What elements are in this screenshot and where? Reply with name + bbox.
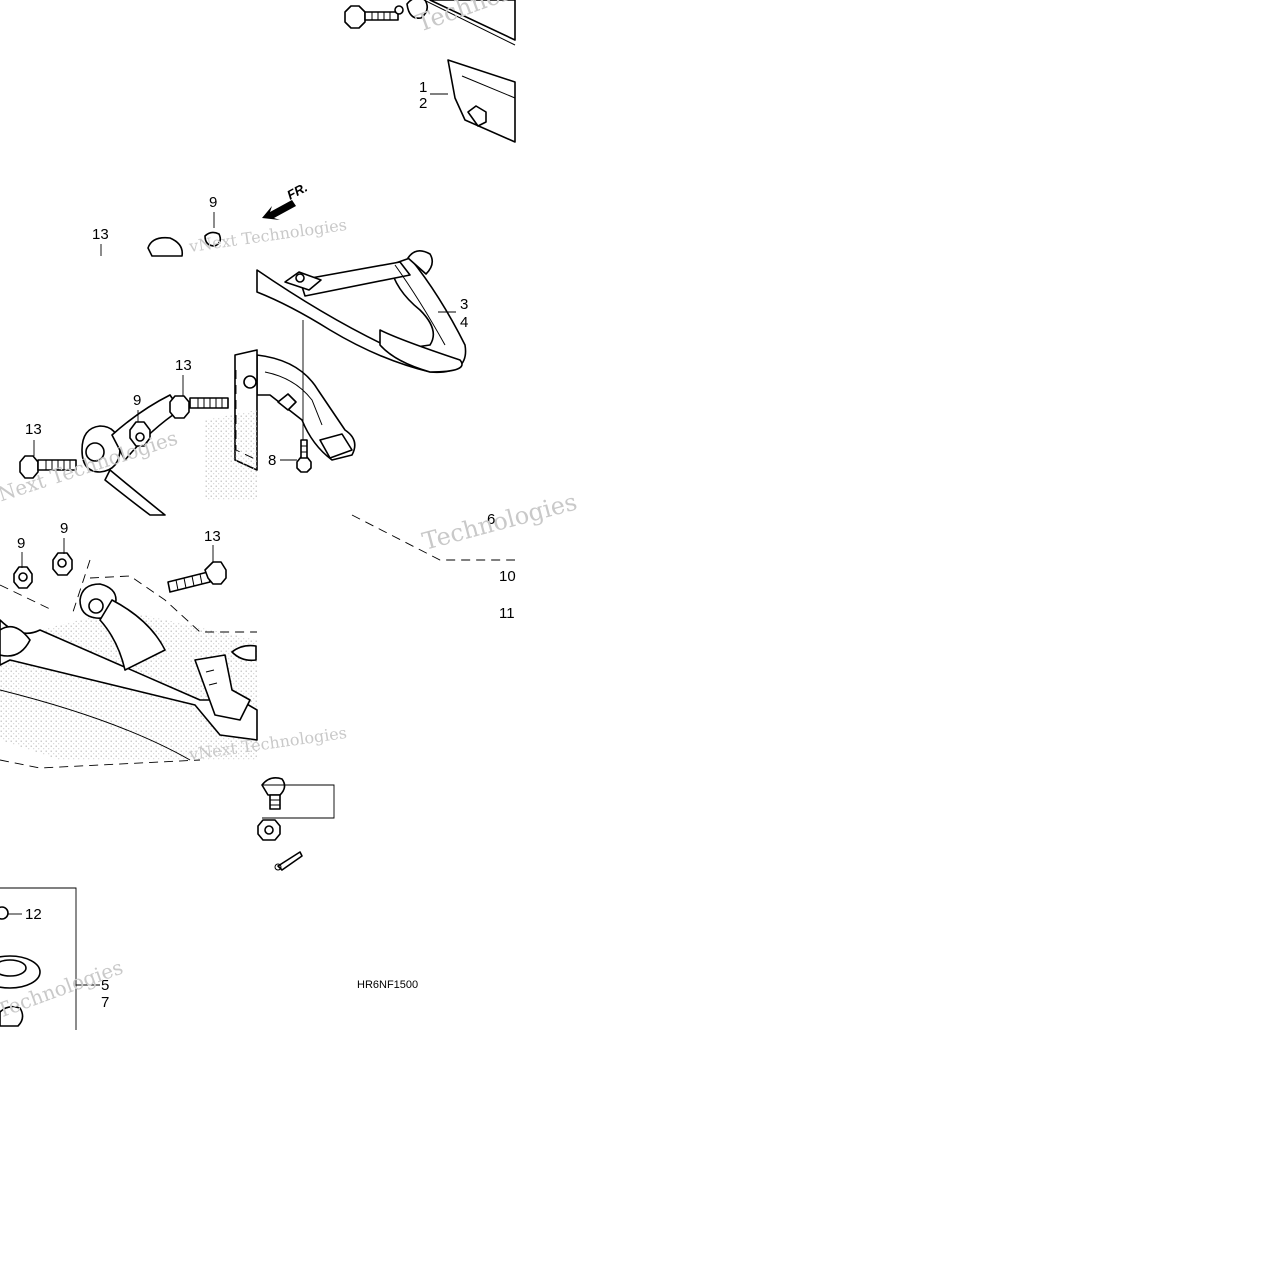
- callout-9d: 9: [60, 520, 68, 537]
- callout-9b: 9: [133, 392, 141, 409]
- upper-arm-fragment: [406, 0, 516, 46]
- callout-5: 5: [101, 977, 109, 994]
- nut-12: [0, 906, 9, 920]
- callout-12: 12: [25, 906, 42, 923]
- frame-pivot-left: [205, 349, 258, 500]
- callout-6: 6: [487, 511, 495, 528]
- callout-10: 10: [499, 568, 516, 585]
- upper-arm-bushing-fragment: [147, 231, 222, 257]
- callout-7: 7: [101, 994, 109, 1011]
- callout-13c: 13: [25, 421, 42, 438]
- callout-13b: 13: [175, 357, 192, 374]
- flange-bolt-13-lower: [167, 561, 227, 593]
- cover-fragment: [447, 59, 516, 143]
- front-direction-arrow: FR.: [262, 180, 310, 220]
- bracket-ball-joint: [262, 784, 335, 819]
- ref-line-d: [235, 370, 258, 461]
- watermark-3: Technologies: [419, 488, 580, 556]
- callout-9a: 9: [209, 194, 217, 211]
- callout-1: 1: [419, 79, 427, 96]
- bracket-5-7: [0, 887, 77, 1030]
- callout-2: 2: [419, 95, 427, 112]
- flange-bolt-13-left: [19, 455, 77, 479]
- front-direction-label: FR.: [284, 180, 310, 203]
- flange-nut-9-left: [129, 421, 151, 447]
- ref-line-a: [0, 584, 53, 611]
- flange-nut-9-lower-b: [52, 552, 73, 576]
- ref-line-c: [89, 575, 257, 633]
- ref-line-f: [0, 759, 201, 769]
- callout-3: 3: [460, 296, 468, 313]
- drawing-code: HR6NF1500: [357, 979, 418, 991]
- ref-line-e: [351, 514, 515, 561]
- watermark-1: vNext Technologies: [187, 215, 348, 256]
- bracket-bolt-8: [296, 439, 312, 473]
- cotter-pin: [274, 851, 303, 871]
- ball-joint: [261, 777, 286, 810]
- callout-9c: 9: [17, 535, 25, 552]
- ref-line-b: [71, 559, 91, 616]
- lower-arm: [0, 583, 258, 761]
- frame-member: [256, 250, 467, 374]
- flange-bolt-13-mid: [169, 395, 229, 419]
- flange-nut-9-lower-a: [13, 566, 33, 589]
- flange-bolt-top: [344, 5, 404, 29]
- callout-13a: 13: [92, 226, 109, 243]
- callout-4: 4: [460, 314, 468, 331]
- skid-bracket: [256, 354, 356, 461]
- castle-nut: [257, 819, 281, 841]
- callout-8: 8: [268, 452, 276, 469]
- callout-13d: 13: [204, 528, 221, 545]
- callout-11: 11: [499, 605, 515, 622]
- hub-bearing: [0, 955, 41, 1027]
